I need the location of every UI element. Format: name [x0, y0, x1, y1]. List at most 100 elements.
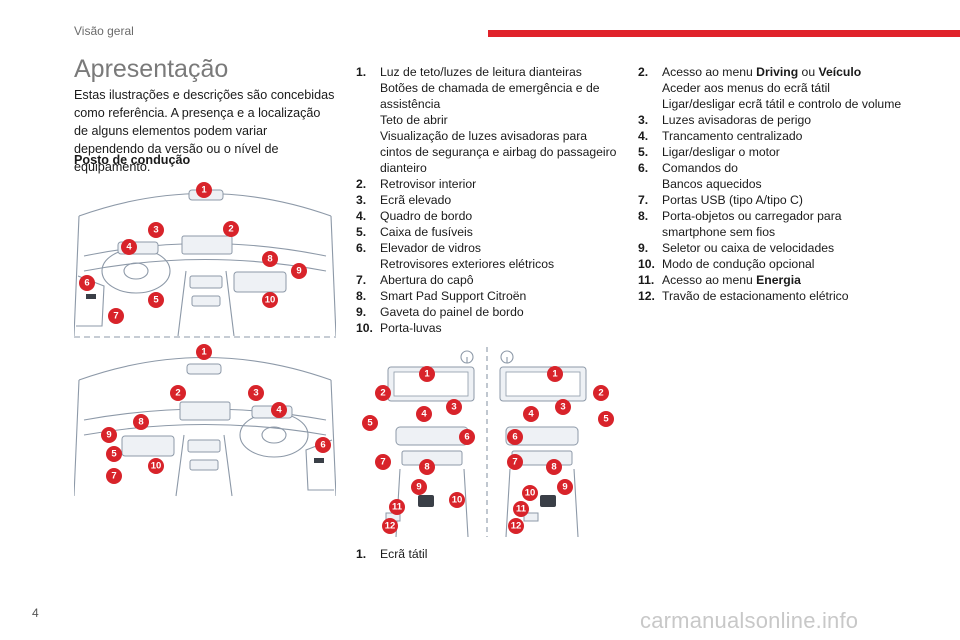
callout-badge: 6 — [315, 437, 331, 453]
svg-text:5: 5 — [367, 418, 373, 429]
callout-badge-right: 3 — [555, 399, 571, 415]
list-item: 8.Porta-objetos ou carregador para smart… — [638, 209, 842, 239]
callout-badge-left: 8 — [419, 459, 435, 475]
callout-badge-right: 11 — [513, 501, 529, 517]
console-illustration: 1 2 3 4 5 6 7 8 9 10 11 12 1 2 3 4 5 6 7… — [356, 347, 618, 537]
svg-text:8: 8 — [551, 462, 556, 473]
callout-badge: 9 — [101, 427, 117, 443]
page-number: 4 — [32, 606, 39, 620]
svg-text:9: 9 — [416, 482, 421, 493]
svg-text:3: 3 — [451, 402, 456, 413]
svg-text:8: 8 — [138, 417, 143, 428]
callout-badge: 8 — [133, 414, 149, 430]
callout-badge: 4 — [121, 239, 137, 255]
callout-badge-right: 10 — [522, 485, 538, 501]
callout-badge-left: 2 — [375, 385, 391, 401]
console-drawing: 1 2 3 4 5 6 7 8 9 10 11 12 1 2 3 4 5 6 7… — [362, 347, 614, 537]
callout-badge: 7 — [106, 468, 122, 484]
list-item: 10.Modo de condução opcional — [638, 257, 815, 271]
callout-badge-right: 6 — [507, 429, 523, 445]
callout-badge: 9 — [291, 263, 307, 279]
svg-text:12: 12 — [385, 521, 396, 532]
console-legend-list-start: 1.Ecrã tátil — [356, 546, 618, 562]
svg-text:8: 8 — [267, 254, 272, 265]
callout-badge-left: 5 — [362, 415, 378, 431]
cockpit-legend-list: 1.Luz de teto/luzes de leitura dianteira… — [356, 64, 618, 336]
svg-text:1: 1 — [424, 369, 430, 380]
callout-badge-right: 9 — [557, 479, 573, 495]
svg-text:3: 3 — [253, 388, 258, 399]
list-item: 8.Smart Pad Support Citroën — [356, 289, 527, 303]
svg-text:12: 12 — [511, 521, 522, 532]
svg-text:6: 6 — [84, 278, 89, 289]
svg-text:2: 2 — [175, 388, 180, 399]
intro-paragraph: Estas ilustrações e descrições são conce… — [74, 88, 335, 174]
callout-badge: 8 — [262, 251, 278, 267]
callout-badge-left: 11 — [389, 499, 405, 515]
svg-text:1: 1 — [552, 369, 558, 380]
callout-badge-right: 7 — [507, 454, 523, 470]
svg-text:2: 2 — [228, 224, 233, 235]
svg-text:11: 11 — [392, 502, 403, 513]
list-item: 2. Acesso ao menu Driving ou Veículo Ace… — [638, 65, 902, 111]
list-item: 3.Luzes avisadoras de perigo — [638, 113, 812, 127]
callout-badge-left: 3 — [446, 399, 462, 415]
list-item: 5.Caixa de fusíveis — [356, 225, 473, 239]
callout-badge-left: 6 — [459, 429, 475, 445]
section-header: Visão geral — [74, 24, 134, 38]
subheading: Posto de condução — [74, 153, 191, 167]
callout-badge: 6 — [79, 275, 95, 291]
list-item: 1.Luz de teto/luzes de leitura dianteira… — [356, 65, 617, 175]
list-item: 4.Trancamento centralizado — [638, 129, 803, 143]
svg-text:1: 1 — [201, 185, 207, 196]
list-item: 10.Porta-luvas — [356, 321, 442, 335]
callout-badge: 5 — [148, 292, 164, 308]
svg-text:1: 1 — [201, 347, 207, 358]
svg-text:4: 4 — [126, 242, 132, 253]
watermark: carmanualsonline.info — [640, 608, 859, 633]
callout-badge-left: 7 — [375, 454, 391, 470]
svg-text:9: 9 — [296, 266, 301, 277]
svg-text:7: 7 — [111, 471, 116, 482]
svg-text:7: 7 — [113, 311, 118, 322]
list-item: 3.Ecrã elevado — [356, 193, 452, 207]
svg-text:6: 6 — [320, 440, 325, 451]
callout-badge-right: 1 — [547, 366, 563, 382]
svg-text:10: 10 — [452, 495, 463, 506]
callout-badge: 2 — [223, 221, 239, 237]
svg-text:8: 8 — [424, 462, 429, 473]
svg-text:5: 5 — [603, 414, 609, 425]
svg-text:7: 7 — [380, 457, 385, 468]
list-item: 9.Gaveta do painel de bordo — [356, 305, 524, 319]
list-item: 9.Seletor ou caixa de velocidades — [638, 241, 835, 255]
callout-badge: 10 — [262, 292, 278, 308]
svg-text:10: 10 — [525, 488, 536, 499]
svg-text:4: 4 — [421, 409, 427, 420]
page-title: Apresentação — [74, 55, 229, 83]
svg-text:9: 9 — [106, 430, 111, 441]
callout-badge: 7 — [108, 308, 124, 324]
callout-badge-left: 1 — [419, 366, 435, 382]
callout-badge: 1 — [196, 182, 212, 198]
cockpit-drawing-lhd: 1 2 3 4 5 6 7 8 9 10 — [74, 182, 336, 338]
callout-badge-right: 5 — [598, 411, 614, 427]
list-item: 7.Abertura do capô — [356, 273, 474, 287]
svg-text:5: 5 — [153, 295, 159, 306]
header-accent-bar — [488, 30, 960, 37]
svg-text:7: 7 — [512, 457, 517, 468]
svg-text:2: 2 — [598, 388, 603, 399]
svg-text:10: 10 — [151, 461, 162, 472]
callout-badge-right: 2 — [593, 385, 609, 401]
svg-text:4: 4 — [528, 409, 534, 420]
svg-text:10: 10 — [265, 295, 276, 306]
svg-text:3: 3 — [153, 225, 158, 236]
callout-badge-left: 9 — [411, 479, 427, 495]
callout-badge: 4 — [271, 402, 287, 418]
svg-text:3: 3 — [560, 402, 565, 413]
svg-text:6: 6 — [464, 432, 469, 443]
list-item: 2.Retrovisor interior — [356, 177, 477, 191]
svg-text:9: 9 — [562, 482, 567, 493]
list-item: 11.Acesso ao menu Energia — [638, 273, 801, 287]
